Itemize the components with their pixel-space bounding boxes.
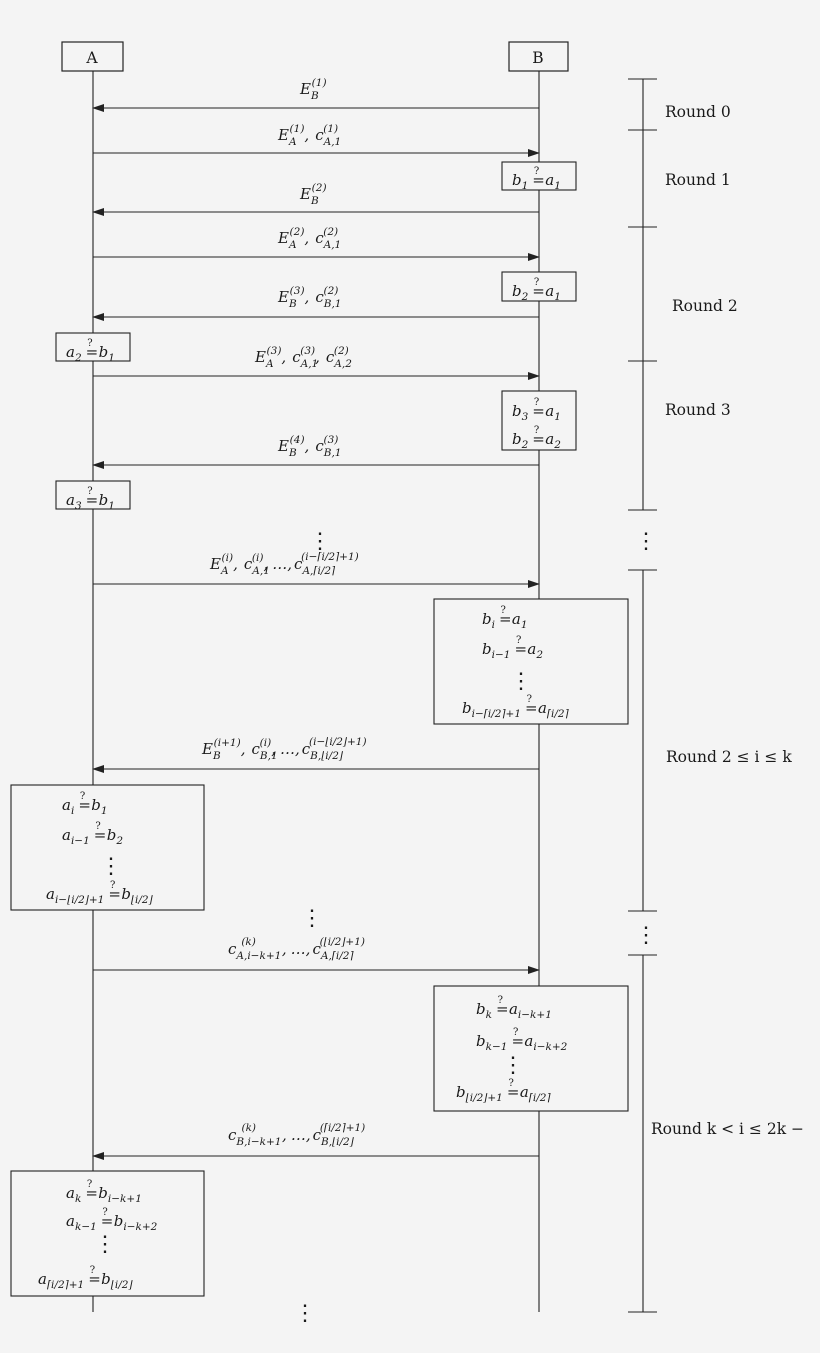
vertical-ellipsis: ⋮ <box>301 906 323 931</box>
message-label: EB(i+1),cB,1(i),…,cB,⌊i/2⌋(i−⌊i/2⌋+1) <box>201 736 367 762</box>
round-label-3: Round 3 <box>665 401 731 419</box>
check-box-b-round-i <box>433 598 629 725</box>
check-equation: b2=?a1 <box>512 277 561 303</box>
message-label: cB,i−k+1(k),…,cB,⌊i/2⌋(⌈i/2⌉+1) <box>228 1122 365 1148</box>
vertical-ellipsis: ⋮ <box>94 1232 116 1257</box>
vertical-ellipsis: ⋮ <box>502 1053 524 1078</box>
check-box-b <box>501 161 577 191</box>
participant-b-label: B <box>532 49 543 67</box>
check-equation: b1=?a1 <box>512 166 561 192</box>
message-label: EA(3),cA,1(3),cA,2(2) <box>254 345 352 370</box>
round-label-2: Round 2 <box>672 297 738 315</box>
check-equation: a3=?b1 <box>66 486 115 512</box>
vertical-ellipsis: ⋮ <box>635 923 657 948</box>
round-label-0: Round 0 <box>665 103 731 121</box>
message-label: EA(2),cA,1(2) <box>277 226 341 251</box>
message-label: EA(i),cA,1(i),…,cA,⌈i/2⌉(i−⌈i/2⌉+1) <box>209 551 359 577</box>
round-label-i: Round 2 ≤ i ≤ k <box>666 748 792 766</box>
check-box-b <box>501 271 577 302</box>
check-box-a-round-k <box>10 1170 205 1297</box>
participant-a-box <box>61 41 124 72</box>
check-box-b-round-k <box>433 985 629 1112</box>
message-label: EB(3),cB,1(2) <box>277 285 341 310</box>
round-label-1: Round 1 <box>665 171 731 189</box>
check-equation: b2=?a2 <box>512 425 561 451</box>
check-box-a <box>55 480 131 510</box>
check-box-a <box>55 332 131 362</box>
check-equation: b3=?a1 <box>512 397 561 423</box>
message-label: cA,i−k+1(k),…,cA,⌈i/2⌉(⌊i/2⌋+1) <box>228 936 365 962</box>
message-label: EA(1),cA,1(1) <box>277 123 341 148</box>
vertical-ellipsis: ⋮ <box>100 854 122 879</box>
round-label-k: Round k < i ≤ 2k − <box>651 1120 804 1138</box>
participant-b-box <box>508 41 569 72</box>
message-label: EB(4),cB,1(3) <box>277 434 341 459</box>
vertical-ellipsis: ⋮ <box>309 529 331 554</box>
vertical-ellipsis: ⋮ <box>294 1301 316 1326</box>
check-box-a-round-i <box>10 784 205 911</box>
vertical-ellipsis: ⋮ <box>510 669 532 694</box>
check-equation: a2=?b1 <box>66 338 115 364</box>
check-equation: bi=?a1 <box>482 605 528 631</box>
check-equation: ai=?b1 <box>62 791 108 817</box>
check-box-b <box>501 390 577 451</box>
participant-a-label: A <box>85 49 98 67</box>
message-label: EB(1) <box>299 77 327 102</box>
vertical-ellipsis: ⋮ <box>635 529 657 554</box>
message-label: EB(2) <box>299 182 327 207</box>
